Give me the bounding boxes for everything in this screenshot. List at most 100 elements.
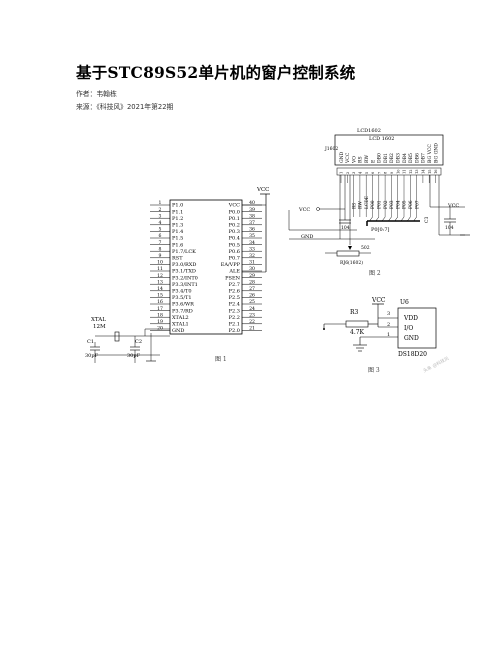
mcu-pin-number: 28: [249, 279, 255, 285]
mcu-pin-name: EA/VPP: [221, 262, 241, 268]
pin-2-number: 2: [387, 322, 390, 328]
lcd-pin-number: 4: [359, 171, 363, 174]
c1-label: C1: [87, 339, 94, 345]
chip-pin-io: I/O: [404, 325, 413, 332]
c2-label: C2: [135, 339, 142, 345]
mcu-pin-name: P1.6: [172, 242, 183, 248]
mcu-pin-number: 17: [157, 306, 163, 312]
lcd-pin-name: DB1: [383, 153, 389, 163]
mcu-pin-name: P3.1/TXD: [172, 269, 196, 275]
mcu-pin-name: P1.0: [172, 203, 183, 209]
resistor-symbol: [345, 320, 369, 328]
article-source: 来源：《科技风》2021年第22期: [76, 103, 174, 111]
c2-value: 30pF: [127, 353, 141, 359]
mcu-pin-number: 23: [249, 312, 255, 318]
lcd-pin-number: 16: [434, 169, 438, 174]
mcu-pin-number: 26: [249, 293, 255, 299]
mcu-pin-name: RST: [172, 256, 183, 262]
mcu-pin-name: PSEN: [225, 275, 240, 281]
mcu-pin-number: 13: [157, 279, 163, 285]
pot-label: RJ6(1602): [340, 259, 363, 266]
resistor-value: 4.7K: [350, 329, 365, 336]
mcu-pin-number: 39: [249, 207, 255, 213]
mcu-pin-number: 38: [249, 213, 255, 219]
c1-value: 30pF: [85, 353, 99, 359]
lcd-pin-number: 10: [396, 169, 400, 174]
cap-right-value: 104: [445, 225, 454, 231]
lcd-header-label: J1602: [324, 146, 338, 152]
lcd-pin-name: DB2: [389, 153, 395, 163]
lcd-connector: [336, 167, 442, 176]
mcu-pin-number: 11: [157, 266, 163, 272]
mcu-pin-number: 33: [249, 246, 255, 252]
mcu-pin-name: P0.7: [229, 256, 240, 262]
mcu-pin-name: P2.6: [229, 289, 240, 295]
mcu-pin-name: P0.5: [229, 242, 240, 248]
figure-2-lcd-schematic: LCD1602 LCD 1602 J1602 GND1VCC2VO3RS4RW5…: [288, 128, 470, 277]
mcu-pin-name: P2.3: [229, 308, 240, 314]
mcu-pin-number: 15: [157, 293, 163, 299]
mcu-pin-number: 27: [249, 286, 255, 292]
lcd-pin-name: RS: [358, 156, 364, 163]
lcd-pin-name: DB5: [408, 153, 414, 163]
mcu-pin-name: P3.7/RD: [172, 308, 193, 314]
mcu-pin-name: XTAL2: [172, 315, 189, 321]
lcd-pin-number: 1: [340, 172, 344, 174]
lcd-module-label: LCD1602: [357, 128, 381, 134]
lcd-pin-name: GND: [339, 151, 345, 163]
mcu-pin-number: 5: [159, 227, 162, 233]
vcc-right-label: VCC: [447, 203, 459, 209]
lcd-bus-signal: P07: [415, 200, 420, 209]
lcd-pin-number: 13: [415, 169, 419, 174]
lcd-pin-number: 15: [428, 169, 432, 174]
pin-1-number: 1: [387, 332, 390, 338]
mcu-pin-name: P0.6: [229, 249, 240, 255]
mcu-pin-number: 20: [157, 326, 163, 332]
lcd-pin-number: 5: [365, 171, 369, 174]
xtal-label: XTAL: [91, 317, 106, 323]
cap-left-value: 104: [341, 225, 350, 231]
mcu-pin-number: 16: [157, 299, 163, 305]
mcu-pin-number: 40: [249, 200, 255, 206]
mcu-pin-number: 34: [249, 240, 255, 246]
lcd-bus-signal: P01: [378, 200, 383, 209]
lcd-bus-signal: RW: [359, 201, 364, 209]
lcd-bus-signal: RS: [352, 203, 357, 209]
mcu-pin-number: 14: [157, 286, 163, 292]
pot-ref: 502: [361, 245, 370, 251]
mcu-pin-number: 29: [249, 273, 255, 279]
lcd-pin-number: 11: [403, 169, 407, 174]
lcd-module-body: [334, 134, 444, 166]
mcu-pin-name: P1.7/LCK: [172, 249, 196, 255]
vcc-label: VCC: [371, 297, 386, 304]
lcd-pin-name: E: [370, 160, 376, 163]
lcd-pin-number: 12: [409, 169, 413, 174]
mcu-pin-number: 32: [249, 253, 255, 259]
lcd-bus-signal: P04: [396, 200, 401, 209]
mcu-pin-name: P0.4: [229, 236, 240, 242]
figure-2-caption: 图 2: [369, 270, 381, 277]
mcu-pin-name: P2.2: [229, 315, 240, 321]
mcu-pin-name: P3.4/T0: [172, 289, 192, 295]
mcu-pin-name: P2.7: [229, 282, 240, 288]
vcc-left-label: VCC: [298, 207, 310, 213]
lcd-pin-number: 14: [422, 169, 426, 174]
lcd-pin-name: BG GND: [433, 143, 439, 163]
lcd-pin-number: 2: [346, 172, 350, 174]
mcu-pin-number: 36: [249, 227, 255, 233]
lcd-pin-number: 8: [384, 171, 388, 174]
chip-pin-vdd: VDD: [403, 315, 418, 322]
mcu-pin-name: P2.5: [229, 295, 240, 301]
mcu-pin-name: P1.1: [172, 209, 183, 215]
mcu-pin-number: 9: [159, 253, 162, 259]
bus-label: P0[0:7]: [371, 227, 390, 233]
resistor-label: R3: [350, 309, 359, 316]
lcd-pin-name: RW: [364, 155, 370, 163]
chip-name: DS18D20: [398, 351, 427, 358]
mcu-pin-name: P3.2/INT0: [172, 275, 198, 281]
lcd-pin-name: DB4: [402, 153, 408, 163]
lcd-bus-signal: P00: [371, 200, 376, 209]
mcu-pin-name: P1.5: [172, 236, 183, 242]
mcu-pin-number: 3: [159, 213, 162, 219]
